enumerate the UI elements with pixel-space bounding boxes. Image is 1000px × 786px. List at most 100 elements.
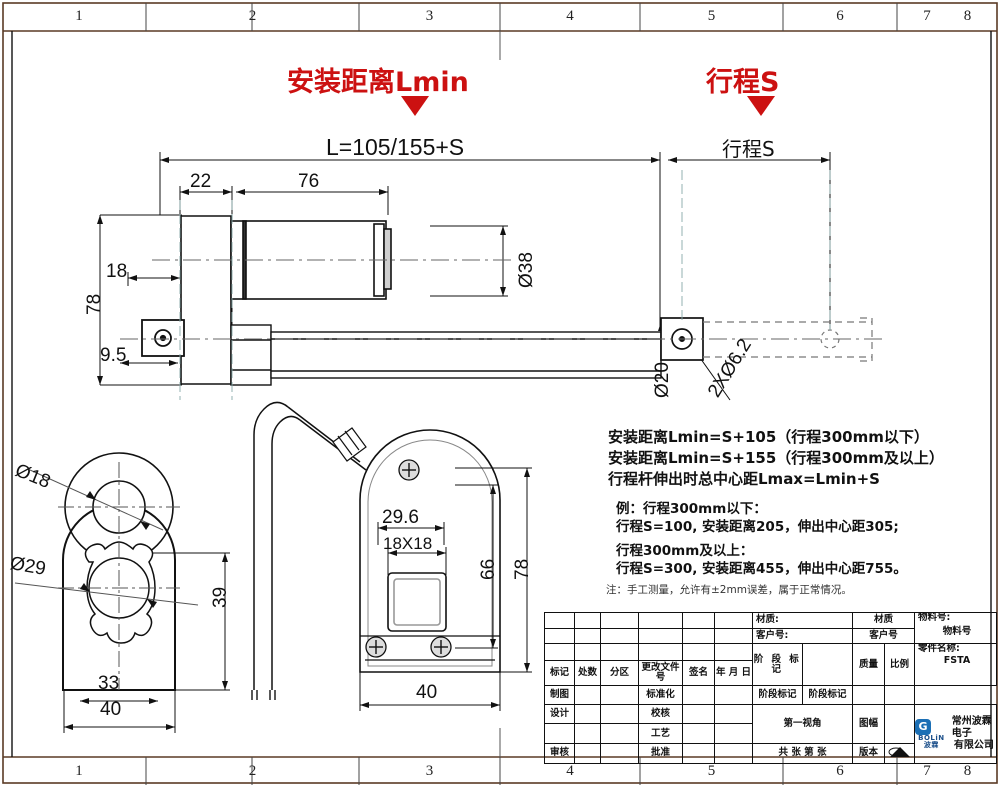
dim-stroke-label: 行程S [722,137,775,161]
frame-col-top-1: 1 [75,8,83,24]
role-blank[interactable] [544,723,575,744]
customer-value[interactable]: 客户号 [851,627,916,645]
role-blank-date[interactable] [600,723,639,744]
bolin-logo-name: BOLiN 波霖 [918,733,945,750]
rev-header-zone: 分区 [600,659,639,687]
rev-cell[interactable] [600,643,639,661]
material-no-value[interactable]: 物料号 [942,625,972,637]
rev-cell[interactable] [714,612,753,629]
role-check-date[interactable] [714,704,753,725]
dim-dia-38: Ø38 [516,252,537,288]
frame-col-bottom-4: 4 [566,763,574,779]
material-no-cell: 物料号: 物料号 [914,611,998,645]
company-logo-cell: G BOLiN 波霖 常州波霖电子 有限公司 [914,704,998,764]
rev-cell[interactable] [638,612,683,629]
dim-39: 39 [210,586,231,608]
rev-header-sign: 签名 [682,659,715,687]
dim-40-rear: 40 [416,682,438,703]
example-line-1: 例：行程300mm以下： [616,501,767,517]
stage-value-2[interactable]: 阶段标记 [802,685,853,706]
dim-66: 66 [478,558,499,580]
role-ratify-name[interactable] [682,742,715,765]
frame-col-top-2: 2 [248,8,257,24]
role-process: 工艺 [638,723,683,744]
scale-value[interactable] [883,685,916,706]
example-line-2: 行程S=100, 安装距离205，伸出中心距305; [616,519,899,535]
role-process-name[interactable] [682,723,715,744]
bolin-logo-icon: G [915,718,932,735]
frame-col-top-6: 6 [836,8,844,24]
role-blank-name[interactable] [574,723,601,744]
rev-cell[interactable] [600,627,639,645]
projection-symbol [883,742,916,765]
sheet-format-header: 图幅 [852,704,885,744]
rev-cell[interactable] [574,643,601,661]
role-draw-date[interactable] [600,685,639,706]
role-check: 校核 [638,704,683,725]
rev-cell[interactable] [682,612,715,629]
company-name-line2: 有限公司 [953,740,994,752]
dim-9p5: 9.5 [100,345,127,366]
role-standardize-date[interactable] [714,685,753,706]
spec-note-line-2: 安装距离Lmin=S+155（行程300mm及以上） [608,449,944,467]
role-standardize: 标准化 [638,685,683,706]
rev-cell[interactable] [714,643,753,661]
role-approve-date[interactable] [600,742,639,765]
rev-cell[interactable] [714,627,753,645]
part-name-label: 零件名称: [918,643,960,655]
rev-cell[interactable] [600,612,639,629]
rev-cell[interactable] [682,643,715,661]
material-value[interactable]: 材质 [851,612,916,629]
role-check-name[interactable] [682,704,715,725]
rev-cell[interactable] [574,627,601,645]
projection-method: 第一视角 [752,704,853,744]
version-header: 版本 [852,742,885,765]
stroke-arrow [747,96,775,116]
rev-cell[interactable] [638,627,683,645]
rev-cell[interactable] [544,612,575,629]
part-name-cell: 零件名称: FSTA [914,643,998,687]
role-process-date[interactable] [714,723,753,744]
rev-cell[interactable] [544,643,575,661]
part-name-value[interactable]: FSTA [943,655,971,667]
stage-value-1[interactable]: 阶段标记 [752,685,803,706]
dim-18x18: 18X18 [383,534,433,553]
role-standardize-name[interactable] [682,685,715,706]
scale-header: 比例 [883,643,916,687]
role-draw-name[interactable] [574,685,601,706]
dim-40-bracket: 40 [100,699,122,720]
rev-cell[interactable] [682,627,715,645]
stage-header-spacer [802,643,853,687]
dim-29p6: 29.6 [382,507,419,528]
dim-22: 22 [190,171,212,192]
mass-header: 质量 [852,643,885,687]
role-ratify-date[interactable] [714,742,753,765]
rev-cell[interactable] [544,627,575,645]
dim-78-rear: 78 [512,558,533,580]
example-line-4: 行程300mm及以上： [616,543,754,559]
role-ratify: 批准 [638,742,683,765]
rev-cell[interactable] [638,643,683,661]
rev-header-count: 处数 [574,659,601,687]
dim-18: 18 [106,261,128,282]
role-design-name[interactable] [574,704,601,725]
rev-cell[interactable] [574,612,601,629]
frame-col-bottom-6: 6 [836,763,844,779]
dim-dia-20: Ø20 [652,362,673,398]
mass-value[interactable] [852,685,885,706]
company-name-line1: 常州波霖电子 [951,716,992,740]
frame-col-bottom-5: 5 [707,763,716,779]
install-distance-arrow [401,96,429,116]
measurement-footnote: 注：手工测量，允许有±2mm误差，属于正常情况。 [606,584,852,596]
frame-col-bottom-7: 7 [923,763,931,779]
role-draw: 制图 [544,685,575,706]
role-approve-name[interactable] [574,742,601,765]
role-approve: 审核 [544,742,575,765]
material-label: 材质: [752,612,853,629]
material-no-label: 物料号: [918,612,951,623]
rev-header-date: 年 月 日 [714,659,753,687]
role-design-date[interactable] [600,704,639,725]
sheet-format-value[interactable] [883,704,916,744]
